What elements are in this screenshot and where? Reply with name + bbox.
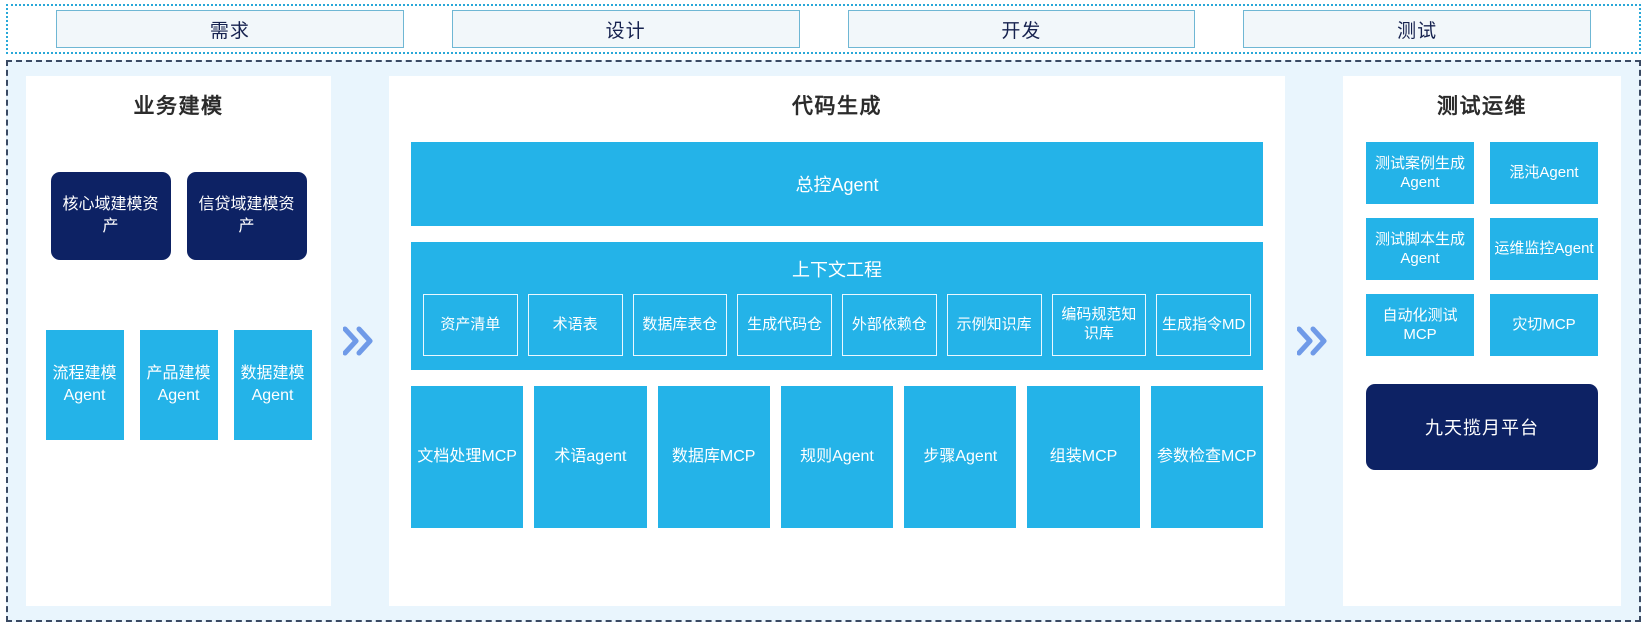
test-ops-card-automated-test-mcp[interactable]: 自动化测试MCP <box>1366 294 1474 356</box>
test-ops-card-grid: 测试案例生成Agent 混沌Agent 测试脚本生成Agent 运维监控Agen… <box>1366 142 1598 356</box>
context-item-row: 资产清单 术语表 数据库表仓 生成代码仓 外部依赖仓 示例知识库 编码规范知识库… <box>423 294 1251 356</box>
panel-test-operations: 测试运维 测试案例生成Agent 混沌Agent 测试脚本生成Agent 运维监… <box>1343 76 1621 606</box>
asset-card-core-domain[interactable]: 核心域建模资产 <box>50 172 171 260</box>
context-engineering-title: 上下文工程 <box>792 260 882 280</box>
phase-box-development[interactable]: 开发 <box>847 10 1196 48</box>
panel-title-test-operations: 测试运维 <box>1437 95 1527 118</box>
test-ops-card-test-case-generation-agent[interactable]: 测试案例生成Agent <box>1366 142 1474 204</box>
modeling-agent-row: 流程建模Agent 产品建模Agent 数据建模Agent <box>45 330 312 440</box>
tool-card-document-processing-mcp[interactable]: 文档处理MCP <box>411 386 524 528</box>
phase-box-design[interactable]: 设计 <box>451 10 800 48</box>
context-item-coding-standard-knowledge-base[interactable]: 编码规范知识库 <box>1051 294 1147 356</box>
panel-business-modeling: 业务建模 核心域建模资产 信贷域建模资产 流程建模Agent 产品建模Agent… <box>26 76 331 606</box>
platform-card-jiutian-lanyue[interactable]: 九天揽月平台 <box>1366 384 1598 470</box>
tool-card-rule-agent[interactable]: 规则Agent <box>780 386 894 528</box>
context-item-asset-inventory[interactable]: 资产清单 <box>423 294 518 356</box>
test-ops-card-test-script-generation-agent[interactable]: 测试脚本生成Agent <box>1366 218 1474 280</box>
tool-card-row: 文档处理MCP 术语agent 数据库MCP 规则Agent 步骤Agent 组… <box>411 386 1263 528</box>
phase-strip: 需求 设计 开发 测试 <box>6 4 1641 54</box>
context-engineering-block: 上下文工程 资产清单 术语表 数据库表仓 生成代码仓 外部依赖仓 示例知识库 编… <box>411 242 1263 370</box>
tool-card-database-mcp[interactable]: 数据库MCP <box>657 386 770 528</box>
panel-title-business-modeling: 业务建模 <box>133 95 224 118</box>
master-agent-bar[interactable]: 总控Agent <box>411 142 1263 226</box>
tool-card-step-agent[interactable]: 步骤Agent <box>904 386 1017 528</box>
modeling-agent-data[interactable]: 数据建模Agent <box>233 330 312 440</box>
phase-box-testing[interactable]: 测试 <box>1243 10 1591 48</box>
asset-card-row: 核心域建模资产 信贷域建模资产 <box>50 172 307 260</box>
context-item-glossary[interactable]: 术语表 <box>527 294 623 356</box>
code-generation-content: 总控Agent 上下文工程 资产清单 术语表 数据库表仓 生成代码仓 外部依赖仓… <box>389 120 1285 528</box>
test-ops-card-ops-monitoring-agent[interactable]: 运维监控Agent <box>1490 218 1598 280</box>
tool-card-parameter-check-mcp[interactable]: 参数检查MCP <box>1150 386 1263 528</box>
test-ops-card-disaster-switch-mcp[interactable]: 灾切MCP <box>1490 294 1598 356</box>
context-item-example-knowledge-base[interactable]: 示例知识库 <box>946 294 1042 356</box>
asset-card-credit-domain[interactable]: 信贷域建模资产 <box>186 172 307 260</box>
context-item-external-dependency-repo[interactable]: 外部依赖仓 <box>842 294 937 356</box>
panel-title-code-generation: 代码生成 <box>792 95 882 118</box>
test-ops-card-chaos-agent[interactable]: 混沌Agent <box>1490 142 1598 204</box>
context-item-generation-instruction-md[interactable]: 生成指令MD <box>1156 294 1251 356</box>
context-item-db-table-repo[interactable]: 数据库表仓 <box>632 294 728 356</box>
chevron-right-icon-right <box>1285 76 1343 606</box>
context-item-generated-code-repo[interactable]: 生成代码仓 <box>737 294 832 356</box>
tool-card-assembly-mcp[interactable]: 组装MCP <box>1027 386 1140 528</box>
modeling-agent-process[interactable]: 流程建模Agent <box>45 330 124 440</box>
main-area: 业务建模 核心域建模资产 信贷域建模资产 流程建模Agent 产品建模Agent… <box>6 60 1641 622</box>
chevron-right-icon-left <box>331 76 389 606</box>
modeling-agent-product[interactable]: 产品建模Agent <box>139 330 218 440</box>
phase-box-requirement[interactable]: 需求 <box>56 10 404 48</box>
tool-card-glossary-agent[interactable]: 术语agent <box>534 386 647 528</box>
panel-code-generation: 代码生成 总控Agent 上下文工程 资产清单 术语表 数据库表仓 生成代码仓 … <box>389 76 1285 606</box>
